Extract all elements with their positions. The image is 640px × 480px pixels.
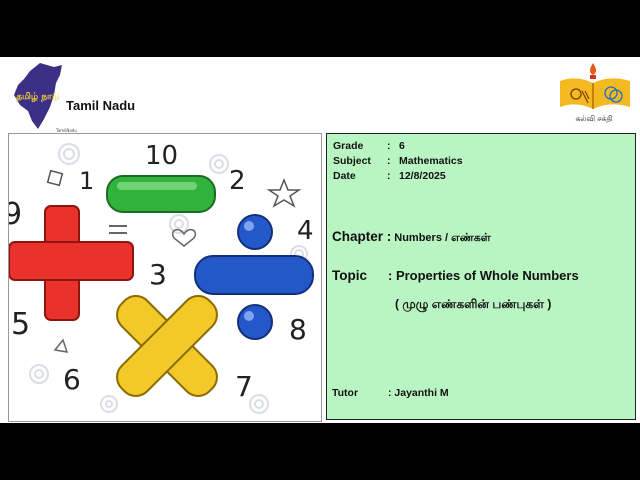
- chapter-label: Chapter :: [332, 229, 392, 244]
- math-operators-illustration: 10 1 2 9 4 3 5 8 6 7: [8, 133, 322, 422]
- digit-1: 1: [79, 167, 94, 195]
- digit-9: 9: [9, 197, 22, 232]
- grade-label: Grade: [333, 140, 364, 152]
- chapter-value: Numbers / எண்கள்: [394, 232, 491, 244]
- times-symbol: [116, 295, 218, 397]
- digit-4: 4: [297, 216, 314, 246]
- subject-value: Mathematics: [399, 155, 463, 167]
- tutor-label: Tutor: [332, 387, 359, 399]
- digit-7: 7: [235, 370, 253, 403]
- tamilnadu-logo-text: தமிழ் நாடு: [16, 91, 60, 102]
- digit-doodles: 10 1 2 9 4 3 5 8 6 7: [9, 141, 314, 403]
- subject-label: Subject: [333, 155, 371, 167]
- subject-colon: :: [387, 155, 391, 167]
- grade-value: 6: [399, 140, 405, 152]
- topic-row: Topic : Properties of Whole Numbers: [332, 268, 579, 283]
- heart-doodle: [172, 228, 196, 247]
- grade-row: Grade : 6: [333, 139, 463, 154]
- digit-5: 5: [11, 307, 30, 342]
- tamilnadu-small-text: TamilNadu: [56, 128, 77, 133]
- digit-2: 2: [229, 166, 246, 196]
- grade-colon: :: [387, 140, 391, 152]
- star-doodle: [266, 177, 302, 208]
- date-row: Date : 12/8/2025: [333, 169, 463, 184]
- digit-6: 6: [63, 363, 81, 396]
- date-label: Date: [333, 170, 356, 182]
- tamilnadu-map-logo: தமிழ் நாடு: [14, 63, 62, 129]
- lesson-info-panel: Grade : 6 Subject : Mathematics Date : 1…: [326, 133, 636, 420]
- tutor-row: Tutor : Jayanthi M: [332, 387, 449, 399]
- plus-symbol: [9, 205, 134, 321]
- kalvi-logo-text: கல்வி சக்தி: [575, 114, 612, 123]
- minus-symbol: [106, 175, 216, 213]
- triangle-doodle: [53, 338, 69, 353]
- tutor-value: : Jayanthi M: [388, 387, 449, 399]
- square-doodle: [46, 169, 64, 187]
- digit-10: 10: [145, 141, 178, 171]
- kalvi-sakthi-logo: கல்வி சக்தி: [560, 63, 630, 123]
- subject-row: Subject : Mathematics: [333, 154, 463, 169]
- divide-symbol: [194, 214, 314, 340]
- digit-8: 8: [289, 313, 307, 346]
- topic-value: : Properties of Whole Numbers: [388, 268, 579, 283]
- chapter-row: Chapter : Numbers / எண்கள்: [332, 229, 491, 246]
- page-title: Tamil Nadu: [66, 98, 136, 113]
- date-value: 12/8/2025: [399, 170, 446, 182]
- date-colon: :: [387, 170, 391, 182]
- lesson-meta: Grade : 6 Subject : Mathematics Date : 1…: [333, 139, 463, 184]
- digit-3: 3: [149, 258, 167, 291]
- slide: தமிழ் நாடு TamilNadu Tamil Nadu கல்வி சக…: [0, 57, 640, 423]
- topic-label: Topic: [332, 268, 367, 283]
- topic-tamil: ( முழு எண்களின் பண்புகள் ): [395, 297, 552, 311]
